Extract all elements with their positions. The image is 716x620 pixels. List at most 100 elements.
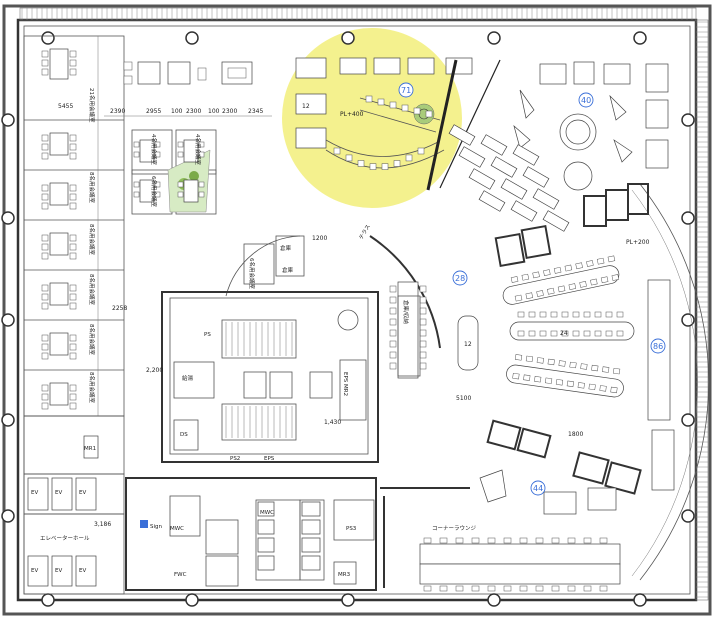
- chair: [41, 234, 49, 242]
- lounge-label: コーナーラウンジ: [432, 524, 477, 532]
- meeting-table: [49, 382, 69, 406]
- dim-100a: 100: [171, 108, 183, 115]
- chair: [69, 284, 77, 292]
- column-marker: [487, 593, 501, 607]
- chair: [41, 59, 49, 67]
- column-marker: [341, 593, 355, 607]
- chair: [487, 537, 496, 544]
- chair: [487, 585, 496, 592]
- chair: [602, 366, 610, 373]
- chair: [69, 343, 77, 351]
- column-marker: [185, 31, 199, 45]
- chair: [381, 163, 389, 170]
- chair: [69, 384, 77, 392]
- chair: [133, 141, 140, 148]
- column-marker: [1, 509, 15, 523]
- wc-stall: [301, 519, 321, 535]
- left-meeting-tables: [41, 48, 77, 410]
- chair: [389, 351, 397, 359]
- chair: [616, 330, 624, 337]
- chair: [503, 537, 512, 544]
- chair: [419, 329, 427, 337]
- column-marker: [1, 113, 15, 127]
- ev-label-4: EV: [31, 568, 38, 574]
- chair: [177, 181, 184, 188]
- workstation-desk: [480, 134, 508, 156]
- chair: [586, 260, 594, 267]
- dim-5100: 5100: [456, 395, 471, 402]
- chair: [41, 152, 49, 160]
- chair: [512, 372, 520, 380]
- workstation-desk: [468, 168, 496, 190]
- top-left-lounge: [123, 61, 253, 85]
- dim-2345: 2345: [248, 108, 263, 115]
- copy-label: 倉庫/収納: [402, 300, 410, 324]
- dim-1800: 1800: [568, 431, 583, 438]
- chair: [365, 95, 373, 103]
- wc-stall: [301, 501, 321, 517]
- chair: [536, 357, 544, 364]
- ev-label-6: EV: [79, 568, 86, 574]
- chair: [561, 311, 569, 318]
- chair: [41, 243, 49, 251]
- building-core: [161, 291, 379, 463]
- right-booths: [486, 183, 649, 495]
- chair: [605, 330, 613, 337]
- arc-wall-outer: [639, 183, 709, 581]
- chair: [369, 163, 377, 170]
- chair: [69, 59, 77, 67]
- chair: [555, 379, 564, 386]
- chair: [154, 181, 161, 188]
- wc-stalls: [257, 501, 321, 571]
- chair: [535, 537, 544, 544]
- chair: [69, 293, 77, 301]
- chair: [583, 330, 591, 337]
- center-west-zone: [225, 235, 305, 297]
- meeting-table: [49, 282, 69, 306]
- chair: [572, 311, 580, 318]
- chair: [419, 362, 427, 370]
- chair: [198, 191, 205, 198]
- chair: [521, 273, 530, 281]
- chair: [419, 340, 427, 348]
- chair: [177, 151, 184, 158]
- svg-text:71: 71: [401, 86, 411, 95]
- chair: [69, 252, 77, 260]
- chair: [599, 585, 608, 592]
- column-marker: [185, 593, 199, 607]
- ev-label-1: EV: [31, 490, 38, 496]
- chair: [41, 393, 49, 401]
- chair: [610, 386, 618, 394]
- dim-2200: 2,200: [146, 367, 163, 374]
- chair: [528, 311, 536, 318]
- chair: [41, 143, 49, 151]
- chair: [41, 252, 49, 260]
- meeting-table: [49, 332, 69, 356]
- chair: [69, 134, 77, 142]
- six-meet-label: 6名用会議室: [248, 258, 256, 289]
- chair: [523, 374, 531, 381]
- column-marker: [633, 593, 647, 607]
- ps3-label: PS3: [346, 526, 357, 532]
- chair: [333, 147, 341, 155]
- workstation-desk: [510, 200, 538, 222]
- chair: [590, 278, 598, 286]
- chair: [616, 311, 624, 318]
- restroom-block: [125, 477, 377, 591]
- dim-5455: 5455: [58, 103, 73, 110]
- dim-2955: 2955: [146, 108, 161, 115]
- chair: [69, 184, 77, 192]
- chair: [419, 285, 427, 293]
- left-meeting-stack: [23, 35, 125, 417]
- store-a-label: 倉庫: [280, 244, 292, 252]
- pod-tables: [133, 139, 205, 203]
- chair: [198, 181, 205, 188]
- chair: [69, 352, 77, 360]
- column-marker: [487, 31, 501, 45]
- chair: [154, 191, 161, 198]
- column-marker: [341, 31, 355, 45]
- chair: [41, 68, 49, 76]
- column-marker: [1, 313, 15, 327]
- chair: [389, 101, 397, 109]
